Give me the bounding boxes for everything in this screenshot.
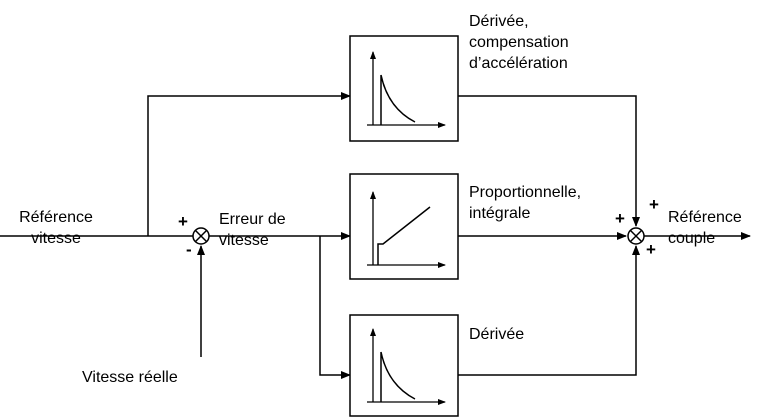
torque-reference-label-line-2: couple [668,230,716,247]
derivative-accel-label-line-3: d’accélération [469,55,568,72]
summing-junction-2 [627,227,645,245]
sum1-minus-sign: - [186,240,192,259]
derivative-accel-label-line-1: Dérivée, [469,13,529,30]
sum2-plus-bottom-sign: + [646,240,656,259]
prop-integral-label: Proportionnelle, intégrale [469,182,581,224]
derivative-accel-label-line-2: compensation [469,34,569,51]
sum2-plus-top-sign: + [649,195,659,214]
speed-error-label-line-1: Erreur de [219,211,286,228]
summing-junction-1 [192,227,210,245]
derivative-label: Dérivée [469,326,525,343]
reference-speed-label-line-1: Référence [19,209,93,226]
actual-speed-label: Vitesse réelle [82,369,178,386]
top-output-line [458,95,640,227]
prop-integral-label-line-2: intégrale [469,205,531,222]
prop-integral-label-line-1: Proportionnelle, [469,184,582,201]
speed-error-label: Erreur de vitesse [219,209,286,251]
proportional-integral-block [349,173,459,280]
torque-reference-label: Référence couple [668,207,742,249]
sum1-plus-sign: + [178,212,188,231]
sum2-plus-left-sign: + [615,209,625,228]
derivative-accel-block [349,35,459,142]
speed-error-label-line-2: vitesse [219,232,269,249]
feedforward-line [147,92,351,236]
derivative-block [349,314,459,417]
reference-speed-label: Référence vitesse [2,207,110,249]
bottom-output-line [458,245,640,376]
derivative-branch-line [319,236,351,379]
reference-speed-label-line-2: vitesse [31,230,81,247]
torque-reference-label-line-1: Référence [668,209,742,226]
derivative-accel-label: Dérivée, compensation d’accélération [469,11,569,74]
